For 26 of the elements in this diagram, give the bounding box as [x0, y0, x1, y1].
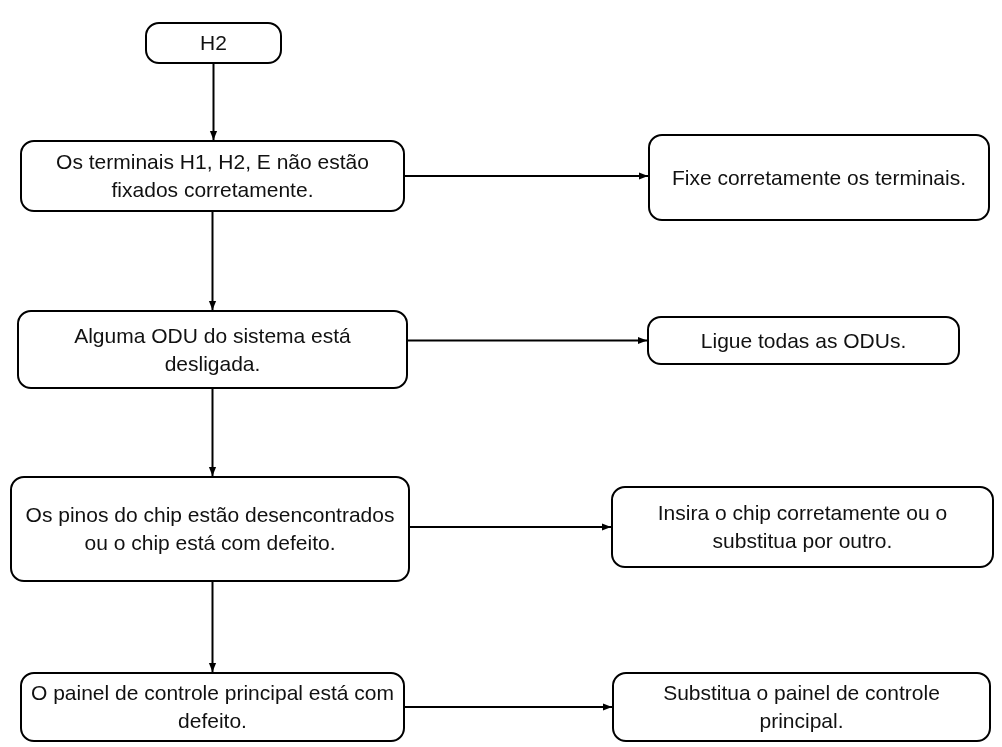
arrow [208, 211, 217, 311]
arrow [209, 63, 218, 141]
box-text: Alguma ODU do sistema está desligada. [73, 322, 352, 377]
arrow [208, 388, 217, 477]
arrow [409, 523, 612, 531]
arrow [404, 703, 613, 711]
box-text: O painel de controle principal está com defeito. [30, 680, 395, 734]
process-box [17, 310, 408, 389]
box-text: Insira o chip corretamente ou o substitua por outro. [656, 500, 949, 554]
box-text: Fixe corretamente os terminais. [671, 164, 967, 191]
process-box [20, 672, 405, 742]
box-text: Substitua o painel de controle principal. [662, 680, 941, 734]
box-text: Os pinos do chip estão desencontrados ou o chip está com defeito. [24, 502, 396, 556]
arrow [407, 336, 648, 345]
box-text: H2 [200, 30, 227, 56]
process-box [647, 316, 960, 365]
process-box [145, 22, 282, 64]
process-box [648, 134, 990, 221]
process-box [611, 486, 994, 568]
arrow [208, 581, 217, 673]
process-box [612, 672, 991, 742]
box-text: Os terminais H1, H2, E não estão fixados corretamente. [55, 149, 370, 203]
box-text: Ligue todas as ODUs. [700, 327, 907, 354]
process-box [20, 140, 405, 212]
process-box [10, 476, 410, 582]
arrow [404, 172, 649, 180]
